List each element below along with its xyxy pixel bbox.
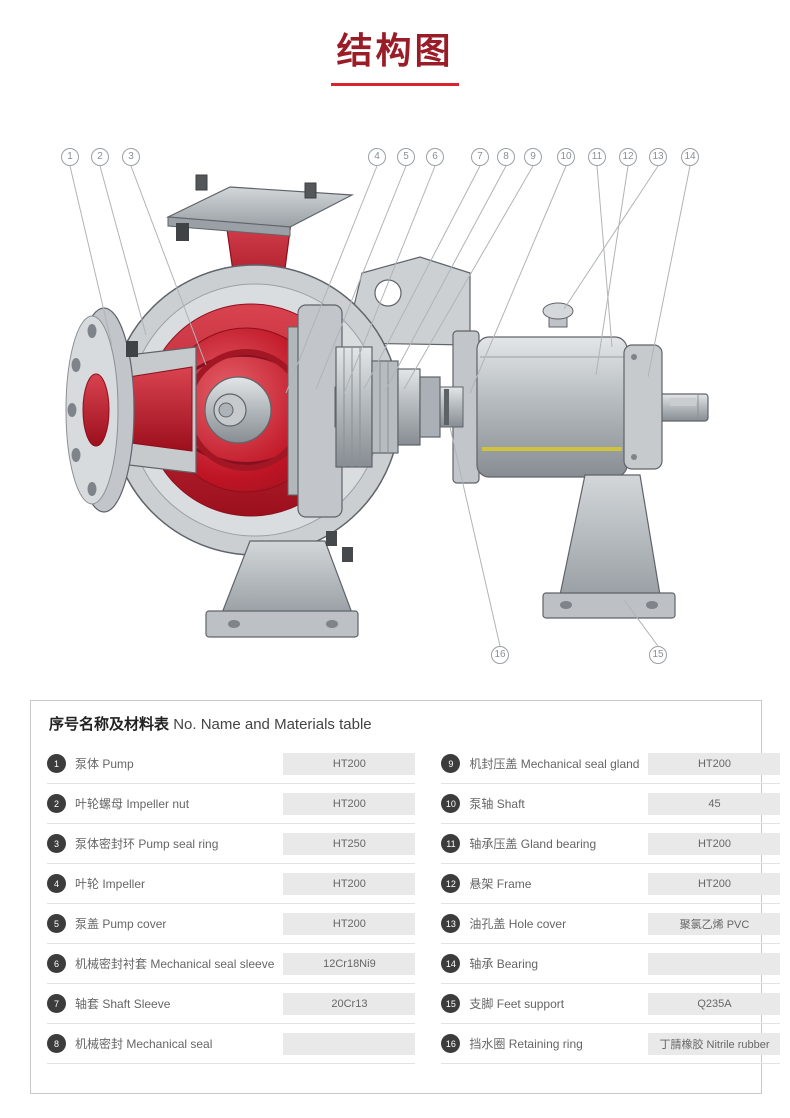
- part-name: 油孔盖 Hole cover: [469, 917, 567, 931]
- part-name: 泵体 Pump: [75, 757, 134, 771]
- row-number-badge: 6: [47, 954, 66, 973]
- callout-10: 10: [557, 148, 575, 166]
- material-value: HT200: [648, 832, 781, 855]
- part-name: 叶轮 Impeller: [75, 877, 146, 891]
- table-row: 4 叶轮 Impeller HT200: [47, 864, 416, 904]
- pump-cross-section-illustration: [65, 165, 709, 647]
- part-name: 机械密封衬套 Mechanical seal sleeve: [75, 957, 275, 971]
- table-row: 9 机封压盖 Mechanical seal gland HT200: [441, 744, 781, 784]
- part-name: 机封压盖 Mechanical seal gland: [469, 757, 640, 771]
- material-value: [648, 952, 781, 975]
- material-value: HT250: [283, 832, 416, 855]
- part-name: 泵轴 Shaft: [469, 797, 525, 811]
- material-value: 20Cr13: [283, 992, 416, 1015]
- row-number-badge: 5: [47, 914, 66, 933]
- table-row: 12 悬架 Frame HT200: [441, 864, 781, 904]
- table-row: 1 泵体 Pump HT200: [47, 744, 416, 784]
- callout-13: 13: [649, 148, 667, 166]
- part-name: 泵盖 Pump cover: [75, 917, 167, 931]
- part-name: 轴套 Shaft Sleeve: [75, 997, 171, 1011]
- table-row: 11 轴承压盖 Gland bearing HT200: [441, 824, 781, 864]
- row-number-badge: 7: [47, 994, 66, 1013]
- row-number-badge: 11: [441, 834, 461, 853]
- row-number-badge: 15: [441, 994, 461, 1013]
- callout-2: 2: [91, 148, 109, 166]
- part-name: 悬架 Frame: [469, 877, 532, 891]
- materials-table-title: 序号名称及材料表 No. Name and Materials table: [49, 713, 745, 734]
- materials-table-title-zh: 序号名称及材料表: [49, 716, 170, 733]
- table-row: 8 机械密封 Mechanical seal: [47, 1024, 416, 1064]
- callout-9: 9: [524, 148, 542, 166]
- page-title: 结构图: [336, 30, 454, 71]
- part-name: 机械密封 Mechanical seal: [75, 1037, 213, 1051]
- materials-table-title-en: No. Name and Materials table: [173, 716, 372, 733]
- row-number-badge: 2: [47, 794, 66, 813]
- table-row: 2 叶轮螺母 Impeller nut HT200: [47, 784, 416, 824]
- row-number-badge: 1: [47, 754, 66, 773]
- table-row: 7 轴套 Shaft Sleeve 20Cr13: [47, 984, 416, 1024]
- callout-7: 7: [471, 148, 489, 166]
- row-number-badge: 14: [441, 954, 461, 973]
- row-number-badge: 12: [441, 874, 461, 893]
- material-value: HT200: [283, 752, 416, 775]
- part-name: 叶轮螺母 Impeller nut: [75, 797, 190, 811]
- part-name: 挡水圈 Retaining ring: [469, 1037, 583, 1051]
- materials-table: 序号名称及材料表 No. Name and Materials table 1 …: [30, 700, 781, 1094]
- table-row: 10 泵轴 Shaft 45: [441, 784, 781, 824]
- title-underline: [331, 83, 459, 86]
- callout-1: 1: [61, 148, 79, 166]
- row-number-badge: 8: [47, 1034, 66, 1053]
- table-row: 14 轴承 Bearing: [441, 944, 781, 984]
- material-value: 45: [648, 792, 781, 815]
- material-value: 聚氯乙烯 PVC: [648, 912, 781, 935]
- table-row: 5 泵盖 Pump cover HT200: [47, 904, 416, 944]
- materials-grid: 1 泵体 Pump HT200 2 叶轮螺母 Impeller nut HT20…: [47, 744, 781, 1064]
- table-row: 16 挡水圈 Retaining ring 丁腈橡胶 Nitrile rubbe…: [441, 1024, 781, 1064]
- material-value: HT200: [283, 912, 416, 935]
- table-row: 15 支脚 Feet support Q235A: [441, 984, 781, 1024]
- row-number-badge: 4: [47, 874, 66, 893]
- callout-16: 16: [491, 646, 509, 664]
- table-row: 6 机械密封衬套 Mechanical seal sleeve 12Cr18Ni…: [47, 944, 416, 984]
- row-number-badge: 10: [441, 794, 461, 813]
- part-name: 泵体密封环 Pump seal ring: [75, 837, 219, 851]
- callout-12: 12: [619, 148, 637, 166]
- table-row: 13 油孔盖 Hole cover 聚氯乙烯 PVC: [441, 904, 781, 944]
- row-number-badge: 3: [47, 834, 66, 853]
- pump-structure-diagram: 1 2 3 4 5 6 7 8 9 10 11 12 13 14 16 15: [0, 95, 790, 695]
- callout-3: 3: [122, 148, 140, 166]
- part-name: 支脚 Feet support: [469, 997, 565, 1011]
- callout-5: 5: [397, 148, 415, 166]
- table-row: 3 泵体密封环 Pump seal ring HT250: [47, 824, 416, 864]
- material-value: HT200: [648, 752, 781, 775]
- material-value: [283, 1032, 416, 1055]
- materials-right-column: 9 机封压盖 Mechanical seal gland HT200 10 泵轴…: [441, 744, 781, 1064]
- row-number-badge: 16: [441, 1034, 461, 1053]
- row-number-badge: 13: [441, 914, 461, 933]
- material-value: HT200: [283, 872, 416, 895]
- callout-14: 14: [681, 148, 699, 166]
- row-number-badge: 9: [441, 754, 461, 773]
- header: 结构图: [0, 0, 790, 86]
- material-value: 丁腈橡胶 Nitrile rubber: [648, 1032, 781, 1055]
- part-name: 轴承 Bearing: [469, 957, 539, 971]
- material-value: HT200: [648, 872, 781, 895]
- part-name: 轴承压盖 Gland bearing: [469, 837, 597, 851]
- callout-11: 11: [588, 148, 606, 166]
- material-value: HT200: [283, 792, 416, 815]
- callout-15: 15: [649, 646, 667, 664]
- materials-left-column: 1 泵体 Pump HT200 2 叶轮螺母 Impeller nut HT20…: [47, 744, 416, 1064]
- callout-4: 4: [368, 148, 386, 166]
- material-value: Q235A: [648, 992, 781, 1015]
- material-value: 12Cr18Ni9: [283, 952, 416, 975]
- callout-6: 6: [426, 148, 444, 166]
- callout-8: 8: [497, 148, 515, 166]
